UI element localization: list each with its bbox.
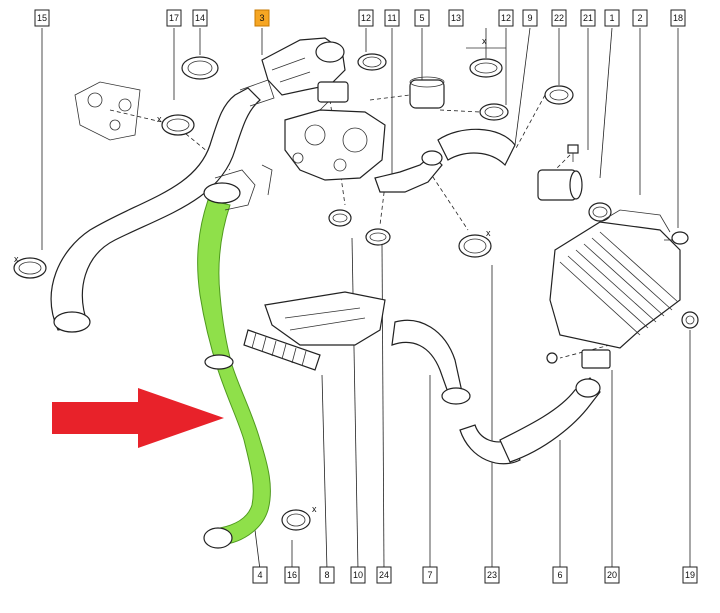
callout-15[interactable]: 15: [34, 9, 50, 27]
callout-label: 6: [557, 570, 562, 580]
callout-label: 10: [353, 570, 363, 580]
callout-12-a[interactable]: 12: [358, 9, 374, 27]
callout-label: 21: [583, 13, 593, 23]
callout-label: 7: [427, 570, 432, 580]
callout-label: 4: [257, 570, 262, 580]
callout-7[interactable]: 7: [422, 566, 438, 584]
clamp-24: [365, 228, 391, 246]
callout-9[interactable]: 9: [522, 9, 538, 27]
engine-bracket: [74, 81, 141, 141]
clamp-13: x: [466, 36, 506, 78]
callout-14[interactable]: 14: [192, 9, 208, 27]
callout-16[interactable]: 16: [284, 566, 300, 584]
clamp-10: [328, 209, 352, 227]
callout-label: 12: [501, 13, 511, 23]
callout-label: 24: [379, 570, 389, 580]
callout-22[interactable]: 22: [551, 9, 567, 27]
bolt-part-21: [567, 144, 579, 162]
callout-17[interactable]: 17: [166, 9, 182, 27]
hose-part-4-highlighted: [197, 164, 273, 549]
intercooler: [549, 209, 681, 349]
callout-4[interactable]: 4: [252, 566, 268, 584]
clamp-16: x: [281, 504, 317, 531]
leader-lines: [41, 27, 691, 571]
callout-10[interactable]: 10: [350, 566, 366, 584]
callout-18[interactable]: 18: [670, 9, 686, 27]
hose-part-9: [437, 128, 516, 167]
callouts-top: 15 17 14 3 12 11 5 13 12 9 22 21 1 2 18: [34, 9, 686, 27]
callout-12-b[interactable]: 12: [498, 9, 514, 27]
dimension-x-16: x: [312, 504, 317, 514]
callout-19[interactable]: 19: [682, 566, 698, 584]
clamp-23: x: [458, 228, 492, 258]
callout-1[interactable]: 1: [604, 9, 620, 27]
sleeve-part-5: [409, 76, 445, 109]
dimension-x-13: x: [482, 36, 487, 46]
callout-label: 22: [554, 13, 564, 23]
callout-13[interactable]: 13: [448, 9, 464, 27]
hose-part-7: [391, 319, 521, 465]
callout-label: 18: [673, 13, 683, 23]
grommet-part-19: [681, 311, 699, 329]
callout-label: 3: [259, 13, 264, 23]
clamp-15: x: [13, 254, 47, 279]
grille-part-8: [243, 329, 321, 371]
clamp-12-right: [479, 103, 509, 121]
callout-label: 5: [419, 13, 424, 23]
callout-6[interactable]: 6: [552, 566, 568, 584]
clamp-17: x: [157, 114, 195, 136]
callout-label: 20: [607, 570, 617, 580]
clamp-14: [181, 56, 219, 80]
bolt-part-18: [664, 231, 689, 245]
callout-21[interactable]: 21: [580, 9, 596, 27]
callout-8[interactable]: 8: [319, 566, 335, 584]
hose-part-6: [499, 377, 601, 463]
callouts-bottom: 4 16 8 10 24 7 23 6 20 19: [252, 566, 698, 584]
callout-11[interactable]: 11: [384, 9, 400, 27]
dimension-x-17: x: [157, 114, 162, 124]
dimension-x-15: x: [14, 254, 19, 264]
bracket-part-20: [546, 349, 611, 369]
o-ring-part-2: [588, 202, 612, 222]
callout-label: 13: [451, 13, 461, 23]
callout-24[interactable]: 24: [376, 566, 392, 584]
callout-label: 11: [387, 13, 396, 23]
callout-20[interactable]: 20: [604, 566, 620, 584]
callout-label: 8: [324, 570, 329, 580]
turbo-elbow-part-3: [261, 37, 346, 111]
sensor-part-1: [537, 169, 583, 201]
callout-label: 1: [609, 13, 614, 23]
callout-label: 16: [287, 570, 297, 580]
callout-label: 12: [361, 13, 371, 23]
callout-5[interactable]: 5: [414, 9, 430, 27]
clamp-12-left: [357, 53, 387, 71]
dimension-x-23: x: [486, 228, 491, 238]
callout-3[interactable]: 3: [254, 9, 270, 27]
clamp-22: [544, 85, 574, 105]
hose-part-11: [374, 150, 443, 193]
callout-23[interactable]: 23: [484, 566, 500, 584]
callout-label: 23: [487, 570, 497, 580]
callout-label: 2: [637, 13, 642, 23]
callout-label: 17: [169, 13, 179, 23]
callout-label: 9: [527, 13, 532, 23]
duct-part-8: [264, 291, 386, 346]
callout-2[interactable]: 2: [632, 9, 648, 27]
throttle-body-assembly: [284, 81, 386, 181]
red-pointer-arrow: [52, 388, 224, 448]
hose-part-15: [50, 79, 275, 333]
callout-label: 19: [685, 570, 695, 580]
callout-label: 14: [195, 13, 205, 23]
callout-label: 15: [37, 13, 47, 23]
